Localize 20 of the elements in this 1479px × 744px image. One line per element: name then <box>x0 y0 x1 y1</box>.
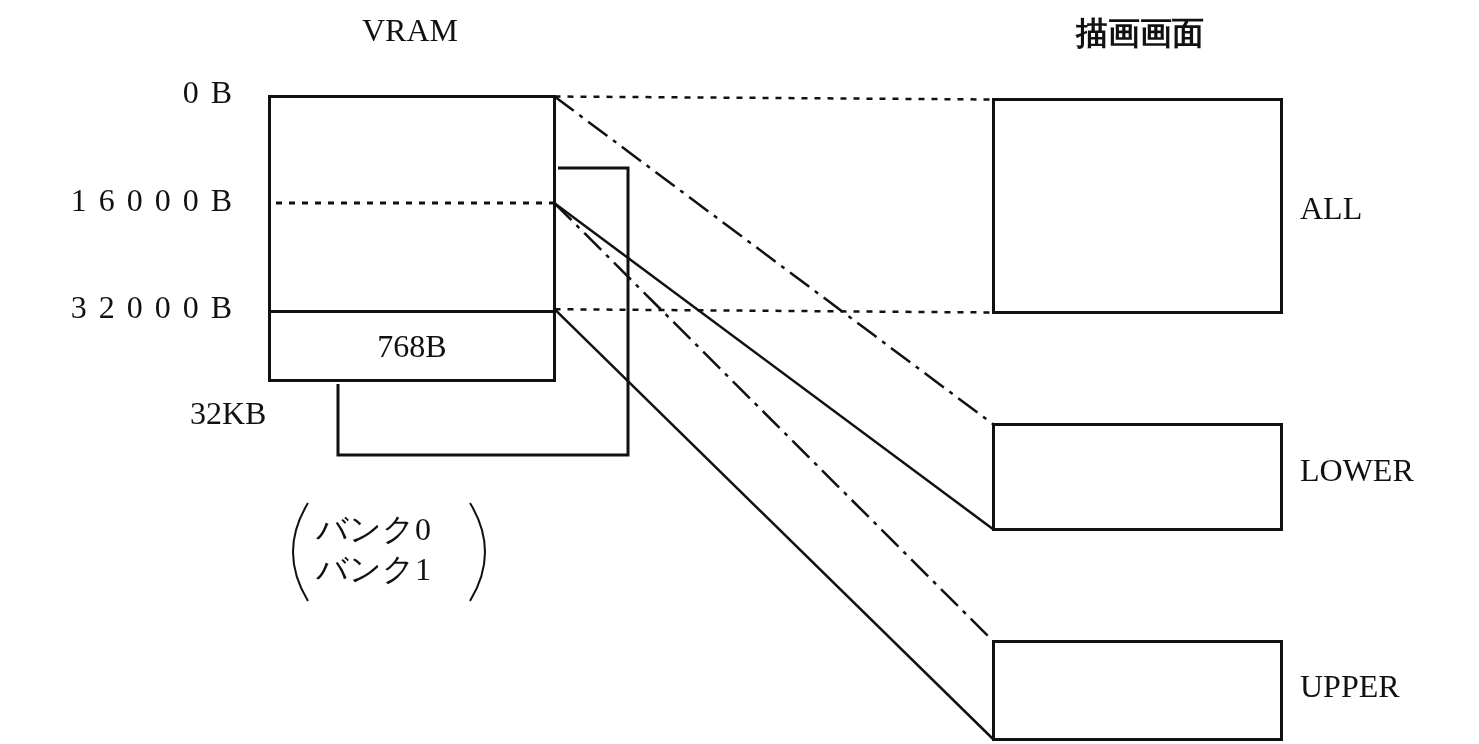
heading: 描画画面 <box>1074 14 1205 53</box>
connector-line <box>553 95 995 426</box>
box-label: UPPER <box>1300 668 1400 705</box>
connector-line <box>553 308 995 741</box>
heading: VRAM <box>361 12 459 49</box>
screen-box <box>992 640 1283 741</box>
screen-box <box>992 423 1283 531</box>
memory-box <box>268 95 556 382</box>
screen-box <box>992 98 1283 314</box>
size-label: 32KB <box>190 395 268 432</box>
box-label: ALL <box>1300 190 1363 227</box>
address-label: 32000B <box>69 289 244 326</box>
size-label: 768B <box>377 327 447 365</box>
connector-line <box>553 202 995 643</box>
address-label: 16000B <box>69 182 244 219</box>
connector-line <box>553 202 995 531</box>
bank-label: バンク0 <box>316 510 432 549</box>
bank-label: バンク1 <box>316 550 432 589</box>
box-label: LOWER <box>1300 452 1414 489</box>
address-label: 0B <box>181 74 244 111</box>
